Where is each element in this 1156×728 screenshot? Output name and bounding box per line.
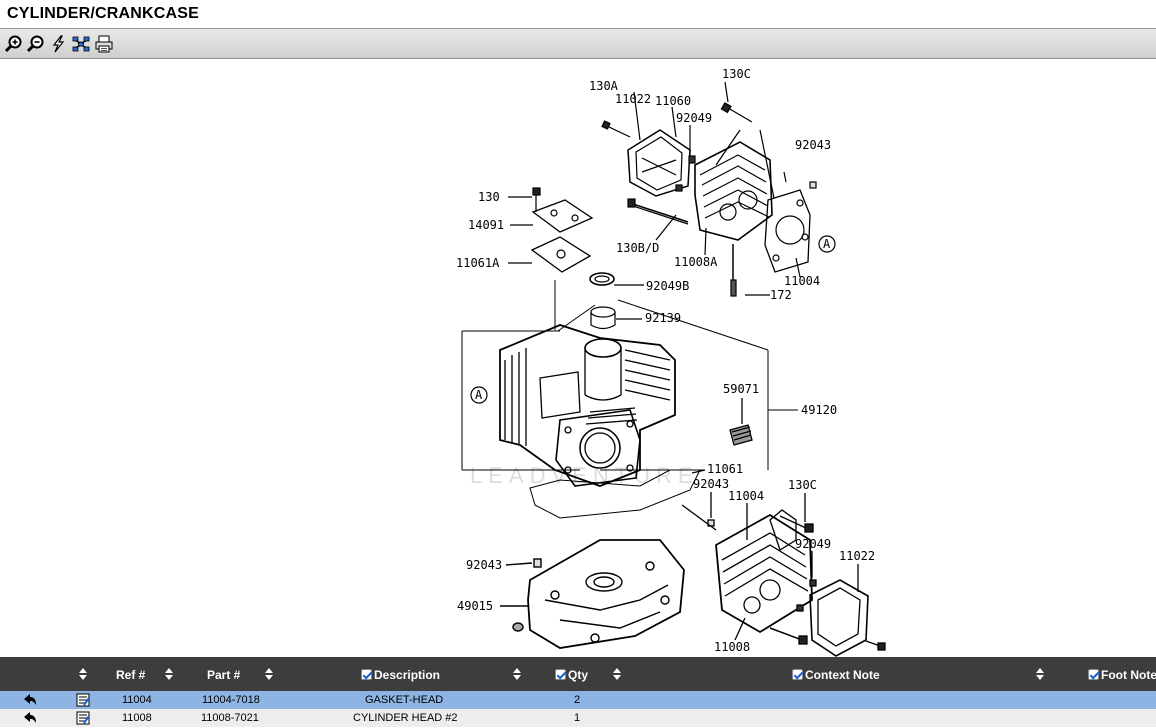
qty-label: Qty [568,668,589,682]
foot-note-label: Foot Note [1101,668,1156,682]
callout-92043-mid[interactable]: 92043 [693,477,729,491]
description-checkbox[interactable] [361,669,372,680]
exploded-view-diagram[interactable]: LEADVENTURE [0,60,1156,657]
foot-note-checkbox[interactable] [1088,669,1099,680]
qty-checkbox[interactable] [555,669,566,680]
callout-92139[interactable]: 92139 [645,311,681,325]
callout-130[interactable]: 130 [478,190,500,204]
zoom-out-icon[interactable] [26,34,46,54]
title-bar: CYLINDER/CRANKCASE [0,0,1156,29]
callout-59071[interactable]: 59071 [723,382,759,396]
print-icon[interactable] [94,34,114,54]
lightning-icon[interactable] [49,34,69,54]
callout-92049-lower[interactable]: 92049 [795,537,831,551]
column-header-ref[interactable]: Ref # [116,668,146,682]
column-header-context-note[interactable]: Context Note [792,668,880,682]
sort-qty-icon[interactable] [613,668,621,680]
column-header-foot-note[interactable]: Foot Note [1088,668,1156,682]
callout-172[interactable]: 172 [770,288,792,302]
callout-11004-lower[interactable]: 11004 [728,489,764,503]
toolbar [0,29,1156,59]
callout-130c-lower[interactable]: 130C [788,478,817,492]
sort-ref-icon[interactable] [165,668,173,680]
notepad-icon[interactable] [75,693,91,707]
page-title: CYLINDER/CRANKCASE [7,5,200,22]
parts-grid-header: Ref # Part # Description Qty Context Not… [0,657,1156,692]
row-qty: 1 [574,712,581,724]
callout-130b-d[interactable]: 130B/D [616,241,659,255]
callout-11061a[interactable]: 11061A [456,256,500,270]
callout-14091[interactable]: 14091 [468,218,504,232]
column-header-qty[interactable]: Qty [555,668,588,682]
row-qty: 2 [574,694,581,706]
row-part: 11008-7021 [201,712,259,724]
notepad-icon[interactable] [75,711,91,725]
callout-11060[interactable]: 11060 [655,94,691,108]
callout-92043-lower[interactable]: 92043 [466,558,502,572]
callout-49015[interactable]: 49015 [457,599,493,613]
return-arrow-icon[interactable] [22,693,38,707]
row-part: 11004-7018 [202,694,260,706]
parts-diagram[interactable]: LEADVENTURE [0,60,1156,657]
context-note-label: Context Note [805,668,880,682]
row-ref: 11004 [122,694,152,706]
callout-a-upper[interactable]: A [823,237,831,251]
row-ref: 11008 [122,712,152,724]
sort-part-icon[interactable] [265,668,273,680]
sort-description-icon[interactable] [513,668,521,680]
column-header-description[interactable]: Description [361,668,440,682]
column-header-part[interactable]: Part # [207,668,241,682]
table-row[interactable]: 11004 11004-7018 GASKET-HEAD 2 [0,691,1156,709]
sort-context-icon[interactable] [1036,668,1044,680]
callout-11008a[interactable]: 11008A [674,255,718,269]
callout-11022-top[interactable]: 11022 [615,92,651,106]
row-description: CYLINDER HEAD #2 [353,712,458,724]
description-label: Description [374,668,441,682]
callout-11004-top[interactable]: 11004 [784,274,820,288]
zoom-in-icon[interactable] [4,34,24,54]
callout-92049b[interactable]: 92049B [646,279,689,293]
network-icon[interactable] [71,34,91,54]
return-arrow-icon[interactable] [22,711,38,725]
callout-a-lower[interactable]: A [475,388,483,402]
callout-11061[interactable]: 11061 [707,462,743,476]
callout-49120[interactable]: 49120 [801,403,837,417]
callout-11022-lower[interactable]: 11022 [839,549,875,563]
row-description: GASKET-HEAD [365,694,444,706]
watermark: LEADVENTURE [470,463,699,488]
table-row[interactable]: 11008 11008-7021 CYLINDER HEAD #2 1 [0,709,1156,727]
callout-11008[interactable]: 11008 [714,640,750,654]
sort-icon[interactable] [79,668,87,680]
callout-130a[interactable]: 130A [589,79,619,93]
bolt-130c [727,107,753,123]
callout-92043-top[interactable]: 92043 [795,138,831,152]
bolt-130a [606,125,631,138]
callout-130c-top[interactable]: 130C [722,67,751,81]
callout-92049-top[interactable]: 92049 [676,111,712,125]
context-note-checkbox[interactable] [792,669,803,680]
